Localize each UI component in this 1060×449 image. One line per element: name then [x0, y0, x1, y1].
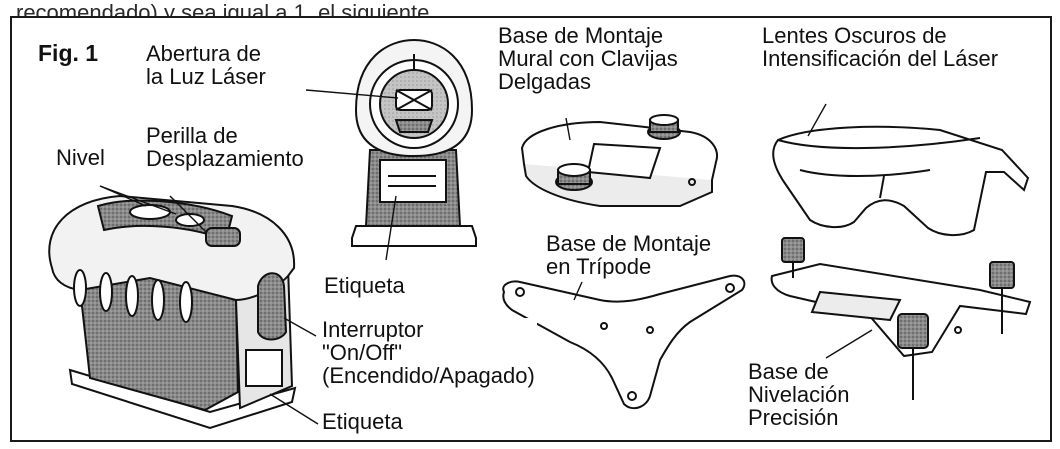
- label-on-off-switch: Interruptor "On/Off" (Encendido/Apagado): [320, 317, 537, 388]
- label-laser-glasses: Lentes Oscuros de Intensificación del Lá…: [760, 23, 1001, 71]
- leader-line-tripod: [573, 281, 583, 301]
- laser-level-unit: [48, 194, 297, 430]
- label-sticker-bottom: Etiqueta: [320, 409, 405, 434]
- leader-line-glasses: [807, 103, 827, 137]
- wall-mount-base: [520, 114, 718, 207]
- leader-line-wall-mount: [565, 117, 571, 141]
- laser-front-view: [351, 38, 477, 247]
- leader-lines-front: [305, 89, 399, 261]
- label-precision-leveling-base: Base de Nivelación Precisión: [746, 359, 852, 430]
- label-scroll-knob: Perilla de Desplazamiento: [144, 123, 306, 171]
- label-sticker-top: Etiqueta: [322, 273, 407, 298]
- leader-lines-unit: [99, 185, 319, 425]
- label-level: Nivel: [54, 145, 107, 170]
- laser-glasses: [772, 125, 1030, 236]
- tripod-mount-base: [502, 274, 746, 410]
- label-wall-mount-base: Base de Montaje Mural con Clavijas Delga…: [496, 23, 680, 94]
- figure-label: Fig. 1: [36, 40, 101, 66]
- leader-line-precision: [825, 329, 873, 359]
- label-laser-aperture: Abertura de la Luz Láser: [144, 41, 268, 89]
- precision-leveling-base: [770, 237, 1032, 400]
- label-tripod-mount-base: Base de Montaje en Trípode: [544, 231, 714, 279]
